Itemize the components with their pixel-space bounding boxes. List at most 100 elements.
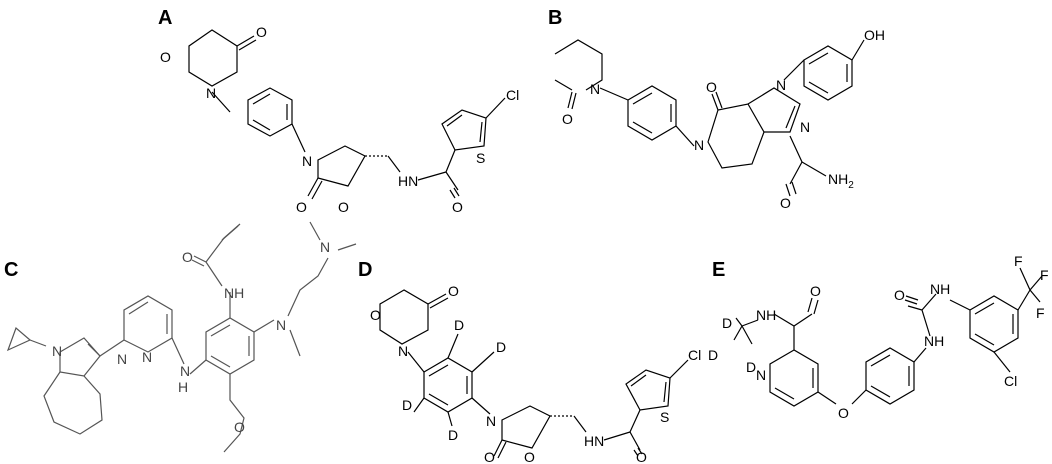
bond-n-aryl-b	[599, 87, 629, 101]
atom-o-keto-d: O	[448, 283, 459, 299]
atom-f1: F	[1014, 253, 1023, 269]
atom-o-oxaz-keto: O	[296, 199, 307, 215]
acrylamide-double	[221, 225, 239, 241]
bond-cl-a	[485, 97, 506, 119]
benzene-ring-d	[423, 357, 473, 413]
indole-pyrrole	[59, 337, 101, 377]
thiophene-double-a	[446, 114, 483, 143]
atom-nh2: NH2	[828, 171, 854, 191]
bond-n-aryl2	[783, 59, 805, 81]
atom-o-ome: O	[234, 419, 245, 435]
bond-cl-e	[993, 351, 1011, 373]
atom-n-dim: N	[320, 239, 330, 255]
thiophene-ring-a	[441, 109, 487, 151]
bond-n-aryl	[211, 91, 231, 113]
oxazolidinone-ring-a	[317, 145, 366, 187]
atom-d4: D	[448, 427, 458, 443]
bond-aryl-n-d	[471, 397, 491, 415]
benzene-ring-b	[627, 85, 677, 141]
benzene-double-b	[632, 92, 672, 134]
urea-bonds	[907, 293, 937, 337]
pyridine-double	[774, 368, 814, 400]
atom-h-link: H	[178, 379, 188, 395]
oxaz-keto-bond-d	[493, 439, 507, 459]
cf3-phenyl-double	[974, 302, 1014, 346]
pyrazole-ring	[747, 87, 801, 133]
bond-pyr-nh	[171, 337, 185, 365]
atom-n-indole: N	[52, 343, 62, 359]
hydroxyphenyl-double	[808, 52, 848, 94]
pyrimidine-double	[128, 301, 168, 334]
cf3-bonds	[1017, 267, 1043, 311]
atom-hn: HN	[398, 173, 418, 189]
indole-benzene	[43, 371, 103, 435]
atom-o-amide-d: O	[636, 449, 647, 464]
oxaz-keto-bond	[307, 177, 323, 200]
carboxamide-co	[785, 181, 797, 197]
dimethylamino-chain	[287, 257, 329, 357]
bond-cl-d	[669, 359, 689, 379]
bond-aryl-nme	[253, 319, 275, 333]
atom-n-oxaz-d: N	[486, 413, 496, 429]
bond-oh	[851, 39, 865, 61]
methoxy-bonds	[223, 374, 245, 453]
amide-co-d	[633, 447, 643, 457]
keto-bond-d	[427, 293, 449, 309]
piperidinone-ring	[554, 39, 603, 91]
panel-label-d: D	[358, 259, 372, 281]
amide-co-e	[807, 297, 819, 315]
dimethyl-bonds	[309, 221, 357, 251]
atom-d2: D	[496, 339, 506, 355]
ch2-bond-d	[573, 415, 587, 433]
bond-indole-pyr	[99, 339, 125, 357]
thiophene-ring-d	[625, 369, 671, 411]
panel-d: D O O N D D D D N O O HN O S Cl	[358, 259, 701, 464]
atom-o-pip: O	[562, 111, 573, 127]
thiophene-double-d	[630, 374, 667, 403]
cf3-phenyl-ring	[969, 295, 1019, 353]
atom-o-urea: O	[894, 287, 905, 303]
panel-b: B OH N O O N N N O NH2	[548, 7, 885, 211]
panel-c: C N N N N H O NH N N O	[4, 221, 357, 453]
atom-o-ether: O	[838, 405, 849, 421]
lactam-co	[711, 91, 723, 111]
atom-o-oxaz-ring-d: O	[524, 449, 535, 464]
atom-o-acryl: O	[182, 249, 193, 265]
bond-nh-aryl2	[949, 299, 971, 311]
acrylamide-bonds	[191, 223, 241, 287]
atom-nh-urea2: NH	[930, 281, 950, 297]
bond-n-aryl-d	[407, 351, 425, 373]
atom-f3: F	[1036, 305, 1045, 321]
bond-aryl-nh	[913, 347, 927, 363]
oxazolidinone-ring-d	[501, 405, 551, 449]
atom-d3-e: D	[746, 359, 756, 375]
panel-label-e: E	[712, 259, 725, 281]
atom-d1: D	[454, 317, 464, 333]
cyclopropyl-ring	[6, 326, 32, 352]
deuterium-bonds	[413, 333, 495, 427]
atom-n-pyr1: N	[117, 351, 127, 367]
atom-o-oxaz-keto-d: O	[484, 449, 495, 464]
atom-n-pyr-e: N	[756, 367, 766, 383]
atom-hn-d: HN	[584, 433, 604, 449]
bond-aryl-n-b	[675, 125, 695, 147]
atom-o-amide-b: O	[780, 195, 791, 211]
hydroxyphenyl-ring	[803, 45, 853, 101]
phenyl-ring-e	[865, 347, 915, 405]
pyrimidine-ring	[123, 295, 173, 353]
atom-oh: OH	[864, 27, 885, 43]
panel-label-c: C	[4, 259, 18, 281]
panel-label-b: B	[548, 7, 562, 29]
atom-cl: Cl	[506, 87, 519, 103]
morpholinone-ring	[188, 29, 238, 87]
atom-n-pip: N	[590, 81, 600, 97]
atom-o-keto: O	[256, 24, 267, 40]
atom-d1-e: D	[722, 315, 732, 331]
panel-label-a: A	[158, 7, 172, 29]
urea-co	[904, 295, 919, 305]
atom-cl-e: Cl	[1004, 373, 1017, 389]
indole-double	[87, 343, 101, 357]
benzene-double-d	[428, 364, 468, 406]
panel-e: E D D D NH O N O NH NH O F F F Cl	[708, 253, 1049, 421]
atom-n2: N	[800, 119, 810, 135]
